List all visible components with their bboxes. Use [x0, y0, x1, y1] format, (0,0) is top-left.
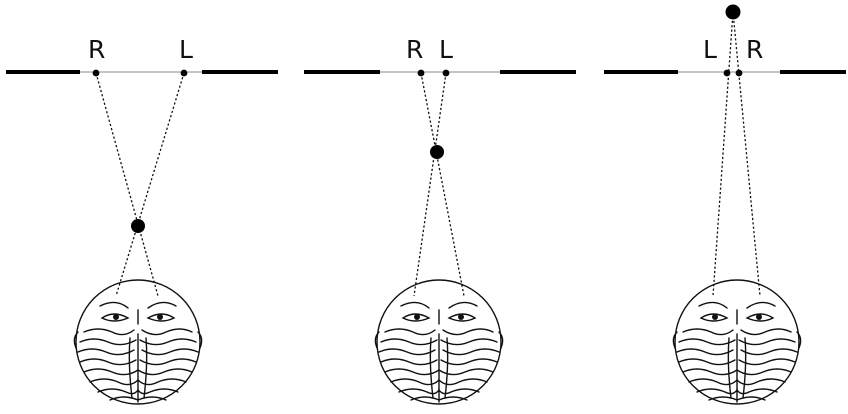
panel-2: R L: [304, 35, 576, 404]
panel-1: R L: [6, 35, 278, 404]
head-top-view-icon: [74, 280, 201, 404]
sight-line: [96, 73, 158, 296]
head-top-view-icon: [375, 280, 502, 404]
image-point-label: R: [88, 35, 105, 64]
sight-line: [116, 73, 184, 296]
image-point-label: L: [439, 35, 453, 64]
head-top-view-icon: [673, 280, 800, 404]
image-point-label: L: [703, 35, 717, 64]
perceived-point: [430, 145, 444, 159]
panel-3: L R: [604, 5, 846, 405]
sight-line: [421, 73, 464, 296]
image-point-label: R: [406, 35, 423, 64]
image-point-label: L: [179, 35, 193, 64]
image-point-label: R: [746, 35, 763, 64]
sight-line: [414, 73, 446, 296]
perceived-point: [131, 219, 145, 233]
perceived-point: [726, 5, 741, 20]
